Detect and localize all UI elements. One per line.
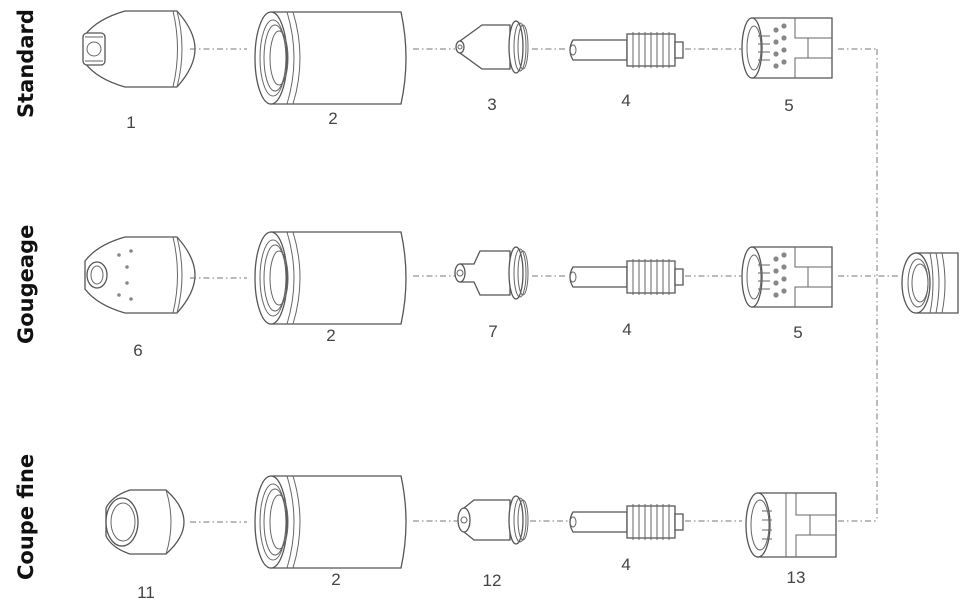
part-number: 4 — [622, 320, 631, 339]
part-4-electrode — [569, 503, 684, 541]
part-13-swirl-ring — [745, 492, 837, 558]
part-number: 7 — [488, 322, 497, 341]
row-coupe-fine: 11 2 12 4 13 — [105, 475, 877, 602]
part-2-retaining-cup — [254, 231, 407, 325]
part-number: 2 — [331, 570, 340, 589]
part-number: 11 — [137, 583, 155, 602]
part-number: 6 — [133, 341, 142, 360]
row-label-gougeage: Gougeage — [14, 225, 38, 344]
row-label-coupe-fine: Coupe fine — [14, 454, 38, 580]
part-number: 4 — [621, 91, 630, 110]
part-2-retaining-cup — [254, 11, 407, 105]
part-4-electrode — [569, 258, 684, 296]
part-12-nozzle — [457, 495, 529, 545]
part-5-swirl-ring — [741, 246, 833, 308]
part-5-swirl-ring — [741, 17, 833, 79]
part-3-nozzle — [455, 20, 529, 74]
part-7-nozzle — [454, 246, 529, 300]
part-number: 1 — [126, 113, 135, 132]
row-label-standard: Standard — [14, 9, 38, 118]
part-4-electrode — [569, 31, 684, 69]
part-1-shield — [82, 10, 196, 88]
part-11-shield — [105, 489, 185, 555]
torch-head-connector — [901, 252, 959, 314]
part-6-shield — [84, 236, 196, 314]
part-number: 4 — [621, 555, 630, 574]
row-standard: 1 2 3 4 5 — [82, 10, 877, 132]
part-2-retaining-cup — [254, 475, 407, 569]
row-gougeage: 6 2 7 4 5 — [84, 231, 959, 360]
part-number: 13 — [787, 568, 806, 587]
part-number: 2 — [326, 326, 335, 345]
part-number: 2 — [328, 109, 337, 128]
part-number: 5 — [793, 323, 802, 342]
part-number: 3 — [487, 95, 496, 114]
part-number: 5 — [784, 96, 793, 115]
part-number: 12 — [483, 571, 502, 590]
